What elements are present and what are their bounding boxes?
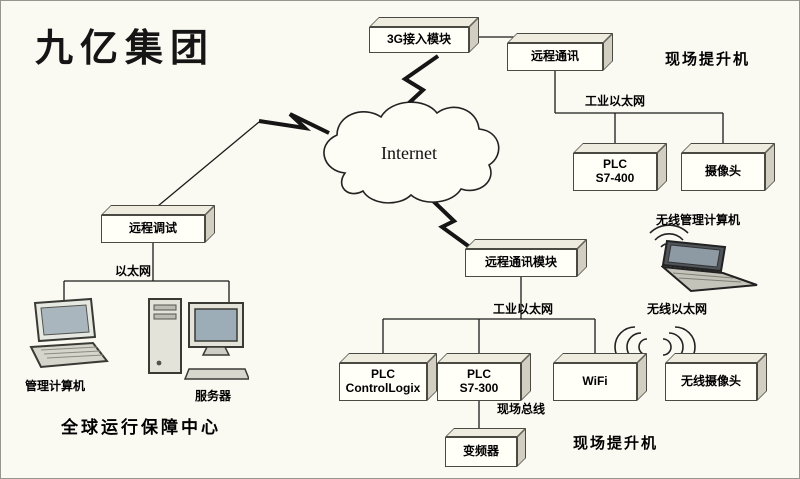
label-site-hoist-bottom: 现场提升机 xyxy=(573,435,659,452)
box-3g-access-module: 3G接入模块 xyxy=(369,17,479,53)
box-label-line1: PLC xyxy=(467,367,491,382)
monitor-screen xyxy=(194,308,238,342)
internet-cloud xyxy=(323,101,500,204)
label-global-center: 全球运行保障中心 xyxy=(61,418,221,437)
monitor-stand xyxy=(201,346,231,356)
box-front-face: WiFi xyxy=(553,363,637,401)
label-wireless-ethernet: 无线以太网 xyxy=(647,302,708,316)
box-label-line1: PLC xyxy=(603,157,627,172)
box-top-face xyxy=(101,205,215,215)
signal-arc-2 xyxy=(654,233,684,241)
box-side-face xyxy=(517,428,526,467)
label-industrial-ethernet-bottom: 工业以太网 xyxy=(493,302,554,316)
box-top-face xyxy=(437,353,531,363)
box-label: 远程调试 xyxy=(128,221,177,236)
laptop-icon xyxy=(29,297,109,369)
box-label: WiFi xyxy=(582,374,608,389)
box-plc-s7-300: PLC S7-300 xyxy=(437,353,531,401)
box-side-face xyxy=(521,353,531,401)
box-side-face xyxy=(757,353,767,401)
label-server: 服务器 xyxy=(195,389,232,403)
laptop-base xyxy=(29,341,109,369)
label-site-hoist-top: 现场提升机 xyxy=(665,51,751,68)
label-ethernet: 以太网 xyxy=(115,264,152,278)
tower-drive-bay xyxy=(153,304,177,311)
laptop-screen-panel xyxy=(667,244,721,268)
box-side-face xyxy=(657,143,667,191)
box-label-line2: ControlLogix xyxy=(345,381,421,395)
laptop-key-row xyxy=(46,354,104,359)
company-title: 九亿集团 xyxy=(35,25,216,70)
box-front-face: 变频器 xyxy=(445,437,517,467)
box-label: 远程通讯模块 xyxy=(484,255,557,270)
box-top-face xyxy=(665,353,767,363)
box-top-face xyxy=(507,33,613,43)
box-plc-controllogix: PLC ControlLogix xyxy=(339,353,437,401)
box-inverter: 变频器 xyxy=(445,428,526,467)
box-top-face xyxy=(465,239,587,249)
box-top-face xyxy=(573,143,667,153)
desktop-computer-icon xyxy=(148,298,249,380)
box-side-face xyxy=(765,143,775,191)
lightning-bolt-icon-left xyxy=(258,112,330,135)
laptop-screen-panel xyxy=(40,304,90,336)
link-bolt-to-remote-debug xyxy=(157,121,260,207)
keyboard xyxy=(183,368,249,380)
box-label-line1: PLC xyxy=(371,367,395,382)
box-label: 变频器 xyxy=(462,444,499,459)
label-industrial-ethernet-top: 工业以太网 xyxy=(585,94,646,108)
box-wireless-camera: 无线摄像头 xyxy=(665,353,767,401)
laptop-key-row xyxy=(678,277,742,283)
box-front-face: 摄像头 xyxy=(681,153,765,191)
box-front-face: PLC S7-400 xyxy=(573,153,657,191)
label-wireless-mgmt-computer: 无线管理计算机 xyxy=(656,213,741,227)
box-side-face xyxy=(427,353,437,401)
laptop-key-row xyxy=(43,350,101,355)
server-tower xyxy=(148,298,182,374)
box-label: 3G接入模块 xyxy=(386,32,451,47)
box-front-face: 远程通讯 xyxy=(507,43,603,71)
box-label-line2: S7-300 xyxy=(459,381,499,395)
box-front-face: 远程调试 xyxy=(101,215,205,243)
internet-label: Internet xyxy=(381,143,437,163)
box-label: 无线摄像头 xyxy=(680,374,741,389)
box-camera: 摄像头 xyxy=(681,143,775,191)
tower-drive-bay xyxy=(153,313,177,320)
box-top-face xyxy=(339,353,437,363)
laptop-key-row xyxy=(672,272,734,279)
box-front-face: PLC S7-300 xyxy=(437,363,521,401)
wave-right-1 xyxy=(662,338,672,356)
box-plc-s7-400: PLC S7-400 xyxy=(573,143,667,191)
laptop-base xyxy=(661,265,758,293)
lightning-bolt-icon-bottom xyxy=(427,195,473,250)
box-remote-comm: 远程通讯 xyxy=(507,33,613,71)
box-front-face: PLC ControlLogix xyxy=(339,363,427,401)
box-remote-comm-module: 远程通讯模块 xyxy=(465,239,587,277)
box-front-face: 远程通讯模块 xyxy=(465,249,577,277)
tower-power-button xyxy=(156,360,162,366)
box-remote-debug: 远程调试 xyxy=(101,205,215,243)
box-wifi: WiFi xyxy=(553,353,647,401)
laptop-key-row xyxy=(40,346,98,351)
box-side-face xyxy=(637,353,647,401)
box-label: 摄像头 xyxy=(704,164,741,179)
box-front-face: 3G接入模块 xyxy=(369,27,469,53)
box-top-face xyxy=(681,143,775,153)
box-label-line2: S7-400 xyxy=(595,171,635,185)
label-fieldbus: 现场总线 xyxy=(497,402,546,416)
box-top-face xyxy=(445,428,526,437)
signal-arc-3 xyxy=(649,224,689,234)
box-front-face: 无线摄像头 xyxy=(665,363,757,401)
box-top-face xyxy=(369,17,479,27)
label-mgmt-computer: 管理计算机 xyxy=(25,379,86,393)
box-label: 远程通讯 xyxy=(530,49,579,64)
wireless-laptop-icon xyxy=(661,239,758,293)
box-top-face xyxy=(553,353,647,363)
